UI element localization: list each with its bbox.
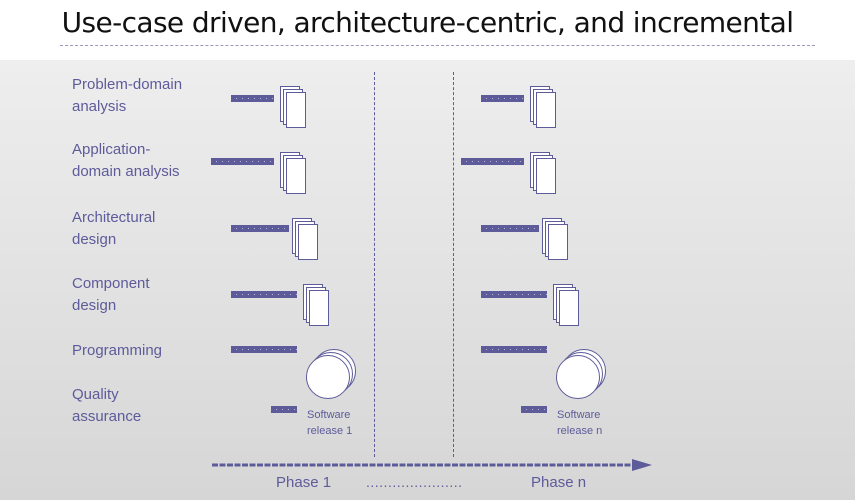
activity-bar-phasen-programming bbox=[481, 346, 547, 353]
document-stack-icon bbox=[280, 86, 310, 132]
activity-bar-phase1-quality bbox=[271, 406, 297, 413]
document-stack-icon bbox=[530, 152, 560, 198]
row-label-problem-domain-analysis: Problem-domain analysis bbox=[72, 76, 183, 115]
activity-bar-phasen-problem-domain bbox=[481, 95, 524, 102]
phase-ellipsis: ...................... bbox=[366, 474, 463, 490]
disc-stack-icon bbox=[306, 349, 360, 401]
activity-bar-phasen-application-domain bbox=[461, 158, 524, 165]
activity-bar-phasen-architectural bbox=[481, 225, 539, 232]
document-stack-icon bbox=[280, 152, 310, 198]
phase-label-1: Phase 1 bbox=[276, 474, 332, 491]
document-stack-icon bbox=[553, 284, 583, 330]
release-label-1: Software release 1 bbox=[307, 409, 353, 437]
document-stack-icon bbox=[530, 86, 560, 132]
phase-boundary-line-1 bbox=[374, 72, 375, 457]
disc-stack-icon bbox=[556, 349, 610, 401]
slide-title: Use-case driven, architecture-centric, a… bbox=[61, 6, 794, 39]
activity-bar-phase1-application-domain bbox=[211, 158, 274, 165]
row-label-programming: Programming bbox=[72, 342, 163, 359]
activity-bar-phasen-quality bbox=[521, 406, 547, 413]
row-label-architectural-design: Architectural design bbox=[72, 209, 156, 248]
activity-bar-phase1-architectural bbox=[231, 225, 289, 232]
document-stack-icon bbox=[292, 218, 322, 264]
activity-bar-phase1-problem-domain bbox=[231, 95, 274, 102]
document-stack-icon bbox=[542, 218, 572, 264]
row-label-quality-assurance: Quality assurance bbox=[72, 386, 142, 425]
row-label-component-design: Component design bbox=[72, 275, 150, 314]
activity-bar-phase1-component bbox=[231, 291, 297, 298]
activity-bar-phasen-component bbox=[481, 291, 547, 298]
arrow-right-icon bbox=[212, 459, 652, 471]
row-label-application-domain-analysis: Application- domain analysis bbox=[72, 141, 180, 180]
phase-boundary-line-2 bbox=[453, 72, 454, 457]
activity-bar-phase1-programming bbox=[231, 346, 297, 353]
phase-label-n: Phase n bbox=[531, 474, 587, 491]
title-divider bbox=[60, 45, 815, 46]
document-stack-icon bbox=[303, 284, 333, 330]
release-label-n: Software release n bbox=[557, 409, 603, 437]
